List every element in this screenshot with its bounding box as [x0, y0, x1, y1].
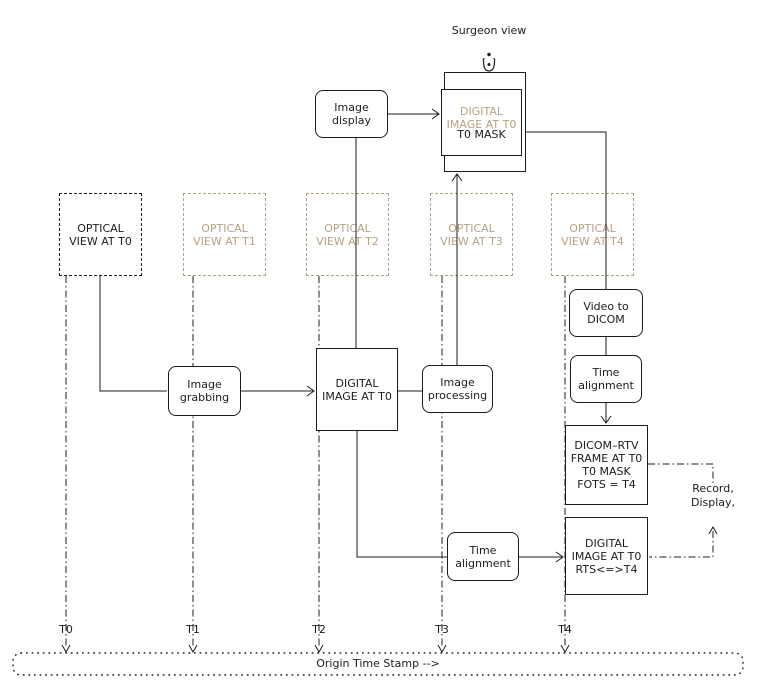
- dicomrtv-down-arrowhead: [600, 415, 612, 424]
- timeline-tick-t4: T4: [558, 623, 572, 636]
- image-processing-box: Image processing: [422, 365, 493, 413]
- digital-image-t0-label: DIGITAL IMAGE AT T0: [322, 376, 392, 403]
- image-display-label: Image display: [331, 101, 372, 127]
- digital-to-alignment2-line: [356, 431, 447, 558]
- optical-view-t0-label: OPTICAL VIEW AT T0: [69, 221, 132, 248]
- optical-view-t4-box: OPTICAL VIEW AT T4: [551, 193, 634, 276]
- image-grabbing-label: Image grabbing: [179, 378, 230, 404]
- optical-view-t1-box: OPTICAL VIEW AT T1: [183, 193, 266, 276]
- grabbing-arrowhead: [306, 385, 315, 397]
- mask-up-arrowhead: [451, 173, 463, 182]
- mask-left-arrowhead: [431, 108, 440, 120]
- image-grabbing-box: Image grabbing: [168, 366, 241, 416]
- image-processing-label: Image processing: [427, 376, 488, 402]
- optical-view-t2-box: OPTICAL VIEW AT T2: [306, 193, 389, 276]
- eye-icon: [482, 52, 496, 72]
- rts-left-arrowhead: [555, 551, 564, 563]
- t4-down-arrowhead: [560, 644, 570, 654]
- timeline-tick-t0: T0: [59, 623, 73, 636]
- t0-down-arrowhead: [61, 644, 71, 654]
- image-display-box: Image display: [315, 90, 388, 138]
- timeline-arrowheads: [61, 644, 570, 654]
- optical-view-t3-box: OPTICAL VIEW AT T3: [430, 193, 513, 276]
- time-alignment-bottom-label: Time alignment: [455, 543, 511, 570]
- origin-time-stamp-label: Origin Time Stamp -->: [316, 657, 440, 670]
- optical-t0-to-grabbing-line: [99, 276, 167, 392]
- record-to-rts-dashline: [649, 531, 714, 558]
- digital-image-rts-label: DIGITAL IMAGE AT T0 RTS<=>T4: [571, 536, 642, 576]
- optical-view-t2-label: OPTICAL VIEW AT T2: [316, 221, 379, 248]
- dicomrtv-to-record-dashline: [648, 463, 714, 484]
- surgeon-mask-inner-box: DIGITAL IMAGE AT T0 T0 MASK: [441, 89, 522, 156]
- optical-view-t0-box: OPTICAL VIEW AT T0: [59, 193, 142, 276]
- t1-down-arrowhead: [188, 644, 198, 654]
- timeline-tick-t2: T2: [312, 623, 326, 636]
- t3-down-arrowhead: [437, 644, 447, 654]
- optical-view-t3-label: OPTICAL VIEW AT T3: [440, 221, 503, 248]
- digital-image-t0-box: DIGITAL IMAGE AT T0: [316, 348, 398, 431]
- surgeon-view-label: Surgeon view: [451, 24, 527, 37]
- optical-view-t4-label: OPTICAL VIEW AT T4: [561, 221, 624, 248]
- time-alignment-bottom-box: Time alignment: [447, 532, 519, 581]
- surgeon-mask-ghost-label: DIGITAL IMAGE AT T0: [446, 104, 517, 131]
- video-to-dicom-label: Video to DICOM: [583, 300, 629, 326]
- record-display-label: Record, Display,: [690, 482, 736, 509]
- t2-down-arrowhead: [314, 644, 324, 654]
- timeline-tick-t3: T3: [435, 623, 449, 636]
- timeline-tick-t1: T1: [186, 623, 200, 636]
- time-alignment-top-label: Time alignment: [578, 366, 634, 392]
- digital-image-rts-box: DIGITAL IMAGE AT T0 RTS<=>T4: [565, 517, 648, 595]
- optical-view-t1-label: OPTICAL VIEW AT T1: [193, 221, 256, 248]
- dicom-rtv-frame-box: DICOM–RTV FRAME AT T0 T0 MASK FOTS = T4: [565, 425, 648, 505]
- video-to-dicom-box: Video to DICOM: [569, 289, 643, 337]
- time-alignment-top-box: Time alignment: [570, 355, 642, 403]
- record-up-arrowhead: [708, 525, 718, 535]
- surgeon-mask-label: T0 MASK: [457, 127, 506, 141]
- dicom-rtv-frame-label: DICOM–RTV FRAME AT T0 T0 MASK FOTS = T4: [570, 439, 643, 491]
